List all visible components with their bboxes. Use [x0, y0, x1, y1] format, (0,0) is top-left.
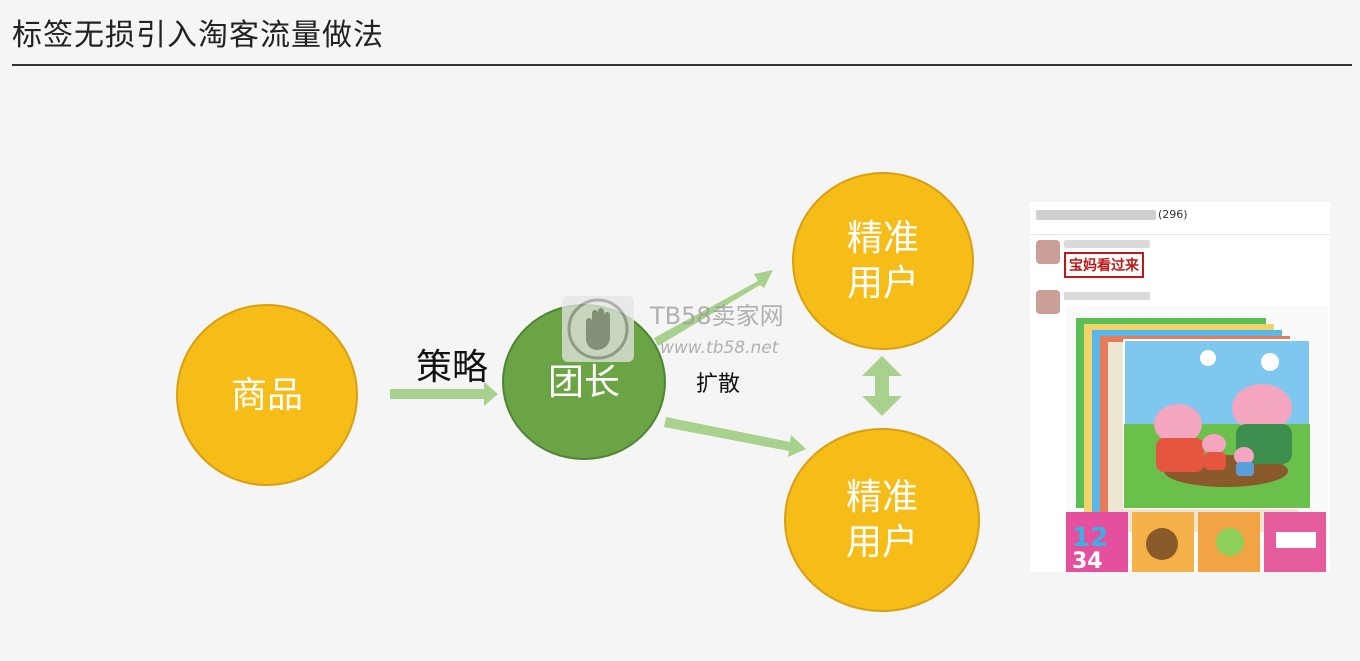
node-users-bottom-label: 精准 用户 [845, 477, 918, 563]
watermark-site-name: TB58卖家网 [650, 302, 784, 330]
chat-message-badge: 宝妈看过来 [1064, 252, 1144, 278]
slide-title: 标签无损引入淘客流量做法 [12, 18, 384, 53]
edge-label-spread: 扩散 [696, 372, 741, 397]
chat-sender-blurred [1064, 240, 1150, 248]
svg-text:34: 34 [1072, 549, 1103, 572]
arrow-users-bidirectional [862, 356, 902, 416]
chat-member-count: (296) [1158, 208, 1188, 221]
svg-text:12: 12 [1072, 523, 1108, 553]
chat-header: (296) [1030, 202, 1330, 235]
arrow-leader-to-users-bottom [664, 417, 806, 457]
node-product: 商品 [176, 304, 358, 486]
chat-sender-blurred [1064, 292, 1150, 300]
chat-group-name-blurred [1036, 210, 1156, 220]
watermark-logo [562, 296, 634, 362]
chat-avatar [1036, 290, 1060, 314]
title-divider [12, 64, 1352, 66]
node-users-top: 精准 用户 [792, 172, 974, 350]
watermark: TB58卖家网 www.tb58.net [562, 296, 802, 366]
node-leader-label: 团长 [547, 361, 620, 403]
node-users-bottom: 精准 用户 [784, 428, 980, 612]
watermark-url: www.tb58.net [660, 338, 779, 358]
arrow-product-to-leader [390, 382, 498, 406]
edge-label-strategy: 策略 [416, 347, 489, 388]
chat-screenshot: (296) 宝妈看过来 [1030, 202, 1330, 572]
node-product-label: 商品 [230, 374, 303, 416]
puzzle-product-picture: 12 34 [1066, 318, 1326, 572]
hand-icon [567, 298, 629, 360]
chat-avatar [1036, 240, 1060, 264]
chat-product-image: 12 34 [1066, 306, 1328, 572]
node-users-top-label: 精准 用户 [846, 218, 919, 304]
arrow-leader-to-users-top [654, 270, 773, 346]
